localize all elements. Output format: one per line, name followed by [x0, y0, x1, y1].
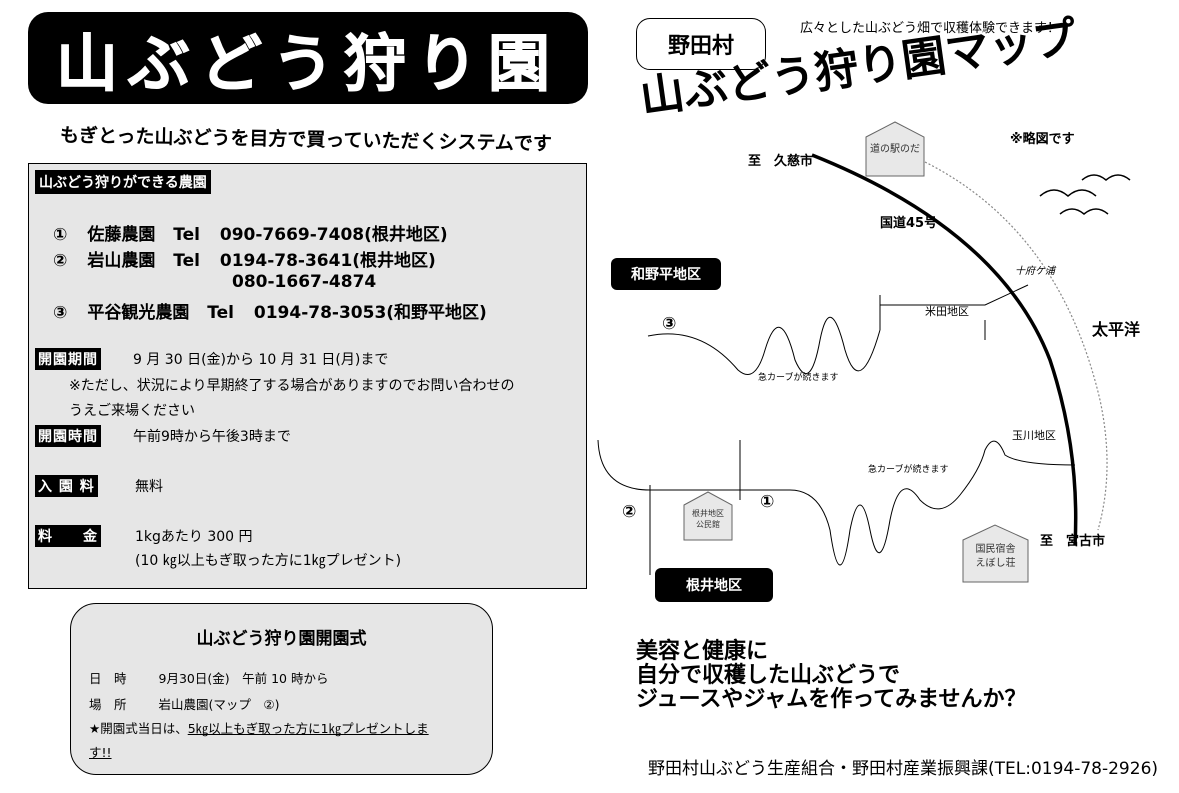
- promo-text: 美容と健康に 自分で収穫した山ぶどうで ジュースやジャムを作ってみませんか？: [636, 640, 1027, 712]
- nei-hall-label-2: 公民館: [696, 520, 720, 529]
- fee-value: 無料: [135, 479, 163, 495]
- farm-name: 佐藤農園: [87, 225, 156, 245]
- farm-area: (和野平地区): [386, 303, 487, 323]
- ceremony-note: ★開園式当日は、5㎏以上もぎ取った方に1㎏プレゼントしま: [89, 718, 429, 737]
- sharp-curve-label-2: 急カーブが続きます: [868, 465, 949, 475]
- to-kuji-label: 至 久慈市: [748, 154, 814, 169]
- jufugaura-label: 十府ケ浦: [1015, 266, 1055, 277]
- hours-value: 午前9時から午後3時まで: [133, 429, 291, 445]
- farm-2: ② 岩山農園 Tel 0194-78-3641(根井地区): [53, 246, 436, 271]
- ceremony-date-value: 9月30日(金) 午前 10 時から: [158, 671, 329, 686]
- period-note-2: うえご来場ください: [69, 403, 195, 419]
- farm-3: ③ 平谷観光農園 Tel 0194-78-3053(和野平地区): [53, 298, 487, 323]
- promo-line-1: 美容と健康に: [636, 639, 769, 664]
- inn-label-1: 国民宿舎: [975, 544, 1016, 555]
- promo-line-2: 自分で収穫した山ぶどうで: [636, 663, 901, 688]
- farm-area: (根井地区): [352, 251, 436, 271]
- price-note: (10 ㎏以上もぎ取った方に1㎏プレゼント): [135, 553, 402, 569]
- farm-number: ①: [53, 225, 68, 245]
- farm-3-marker: ③: [662, 314, 677, 334]
- period-value: 9 月 30 日(金)から 10 月 31 日(月)まで: [133, 352, 389, 368]
- wanotai-road: [647, 317, 881, 375]
- ceremony-place: 場 所 岩山農園(マップ ②): [89, 694, 279, 713]
- tel-label: Tel: [173, 225, 200, 245]
- seagull-icon: [1081, 174, 1131, 181]
- info-box: 山ぶどう狩りができる農園 ① 佐藤農園 Tel 090-7669-7408(根井…: [28, 163, 587, 589]
- fee-label: 入 園 料: [35, 475, 98, 497]
- ceremony-place-value: 岩山農園(マップ ②): [158, 697, 280, 712]
- sharp-curve-label-1: 急カーブが続きます: [758, 373, 839, 383]
- to-miyako-label: 至 宮古市: [1040, 534, 1106, 549]
- ceremony-place-label: 場 所: [89, 697, 127, 712]
- michinoeki-house-icon: [865, 121, 925, 177]
- nei-hall-house-icon: [683, 491, 733, 541]
- promo-line-3: ジュースやジャムを作ってみませんか？: [636, 687, 1027, 712]
- farm-2-marker: ②: [622, 502, 637, 522]
- inn-house-icon: [962, 524, 1029, 583]
- farm-number: ②: [53, 251, 68, 271]
- title-banner: 山ぶどう狩り園: [28, 12, 588, 104]
- ceremony-title: 山ぶどう狩り園開園式: [196, 629, 367, 649]
- farm-tel: 0194-78-3053: [253, 303, 387, 323]
- hours-label: 開園時間: [35, 425, 101, 447]
- yoneda-road: [880, 284, 1029, 306]
- nei-hall-label-1: 根井地区: [692, 509, 724, 518]
- price-label: 料 金: [35, 525, 101, 547]
- farm-tel: 090-7669-7408: [219, 225, 365, 245]
- farm-2-tel2: 080-1667-4874: [232, 272, 377, 292]
- wanotai-area-label: 和野平地区: [611, 258, 721, 290]
- route-45-road: [811, 153, 1078, 546]
- farm-number: ③: [53, 303, 68, 323]
- farm-name: 平谷観光農園: [87, 303, 190, 323]
- farm-name: 岩山農園: [87, 251, 156, 271]
- seagull-icon: [1059, 208, 1109, 215]
- farm-tel: 0194-78-3641: [219, 251, 353, 271]
- pacific-label: 太平洋: [1092, 320, 1141, 339]
- ceremony-date-label: 日 時: [89, 671, 127, 686]
- inn-label-2: えぼし荘: [975, 558, 1016, 569]
- seagull-icon: [1039, 189, 1097, 197]
- footer-contact: 野田村山ぶどう生産組合・野田村産業振興課(TEL:0194-78-2926): [648, 759, 1159, 779]
- info-box-title: 山ぶどう狩りができる農園: [35, 170, 211, 194]
- opening-ceremony-box: 山ぶどう狩り園開園式 日 時 9月30日(金) 午前 10 時から 場 所 岩山…: [70, 603, 493, 775]
- tel-label: Tel: [207, 303, 234, 323]
- yoneda-label: 米田地区: [925, 305, 969, 318]
- tamagawa-label: 玉川地区: [1012, 429, 1056, 442]
- coastline: [924, 161, 1108, 531]
- farm-area: (根井地区): [364, 225, 448, 245]
- period-label: 開園期間: [35, 348, 101, 370]
- ceremony-note-underlined: 5㎏以上もぎ取った方に1㎏プレゼントしま: [187, 721, 429, 736]
- ceremony-note-line2: す!!: [89, 745, 112, 760]
- ceremony-note-prefix: ★開園式当日は、: [89, 721, 188, 736]
- ceremony-date: 日 時 9月30日(金) 午前 10 時から: [89, 668, 328, 687]
- nei-road: [597, 439, 1076, 566]
- michinoeki-label: 道の駅のだ: [870, 144, 920, 155]
- nei-area-label: 根井地区: [655, 568, 773, 602]
- farm-1: ① 佐藤農園 Tel 090-7669-7408(根井地区): [53, 220, 448, 245]
- village-bubble: 野田村: [636, 18, 766, 70]
- farm-1-marker: ①: [760, 492, 775, 512]
- rough-map-note: ※略図です: [1010, 132, 1075, 147]
- route-45-label: 国道45号: [880, 216, 938, 231]
- period-note-1: ※ただし、状況により早期終了する場合がありますのでお問い合わせの: [69, 378, 515, 394]
- tel-label: Tel: [173, 251, 200, 271]
- top-note: 広々とした山ぶどう畑で収穫体験できます！: [800, 21, 1061, 36]
- price-value: 1kgあたり 300 円: [135, 529, 253, 545]
